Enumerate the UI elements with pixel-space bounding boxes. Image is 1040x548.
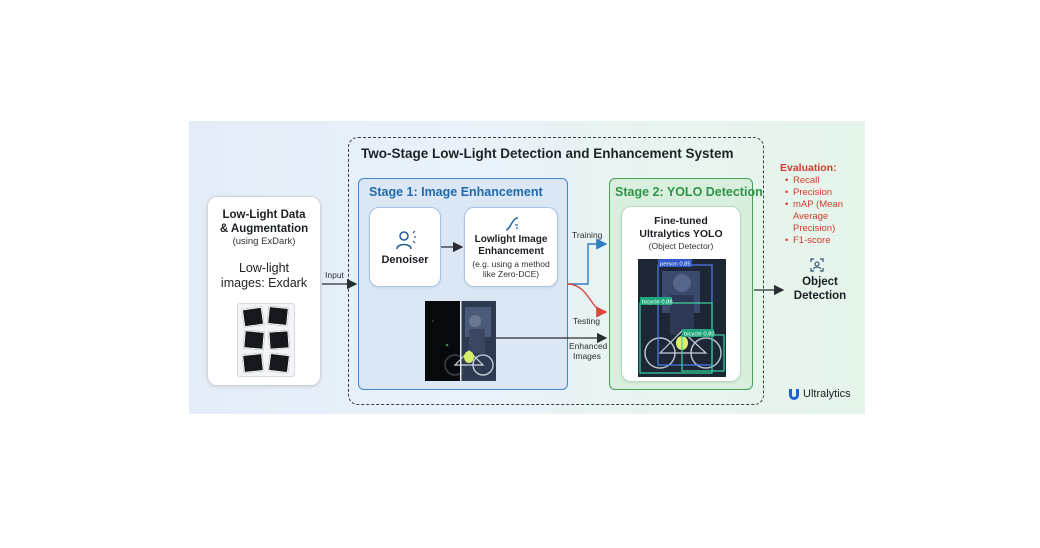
metric-precision: Precision (785, 187, 843, 199)
yolo-model-card: Fine-tuned Ultralytics YOLO (Object Dete… (621, 206, 741, 382)
data-card-title: Low-Light Data & Augmentation (219, 209, 309, 235)
data-augmentation-card: Low-Light Data & Augmentation (using ExD… (207, 196, 321, 386)
yolo-model-subtitle: (Object Detector) (648, 241, 714, 251)
yolo-model-title: Fine-tuned Ultralytics YOLO (639, 215, 723, 240)
evaluation-title: Evaluation: (780, 162, 837, 174)
bicycle-detection-label: bicycle 0.88 (642, 299, 673, 305)
enhanced-label-line1: Enhanced (569, 341, 608, 351)
enhancement-card: Lowlight Image Enhancement (e.g. using a… (464, 207, 558, 287)
denoiser-label: Denoiser (381, 254, 429, 266)
data-card-subtitle: (using ExDark) (232, 236, 296, 247)
testing-label: Testing (573, 316, 600, 326)
input-label: Input (325, 270, 345, 280)
ultralytics-logo: Ultralytics (788, 388, 851, 400)
enhancement-subtitle: (e.g. using a method like Zero-DCE) (472, 259, 550, 279)
ultralytics-logo-icon (789, 389, 799, 400)
denoiser-card: Denoiser (369, 207, 441, 287)
data-card-description: Low-light images: Exdark (220, 261, 308, 290)
enhanced-label-line2: Images (573, 351, 601, 361)
focus-icon (810, 258, 824, 272)
person-icon (396, 230, 416, 250)
bicycle-detection-label: bicycle 0.80 (684, 331, 715, 337)
before-after-image (425, 301, 496, 381)
object-detection-output: Object Detection (793, 276, 847, 302)
system-boundary (348, 137, 764, 405)
stage1-title: Stage 1: Image Enhancement (369, 185, 543, 199)
curve-icon (505, 217, 519, 231)
stage2-title: Stage 2: YOLO Detection (615, 185, 763, 199)
training-label: Training (572, 230, 603, 240)
enhancement-title: Lowlight Image Enhancement (474, 234, 548, 257)
person-detection-label: person 0.85 (660, 261, 691, 267)
detection-illustration: person 0.85 bicycle 0.88 bicycle 0.80 (638, 259, 726, 377)
testing-arrow (566, 283, 608, 318)
exdark-thumbnails (237, 303, 295, 377)
system-title: Two-Stage Low-Light Detection and Enhanc… (361, 146, 734, 161)
training-arrow (567, 238, 608, 285)
before-after-illustration (425, 301, 496, 381)
evaluation-list: Evaluation: Recall Precision mAP (Mean A… (780, 162, 843, 247)
metric-recall: Recall (785, 175, 843, 187)
metric-map: mAP (Mean Average Precision) (785, 199, 843, 235)
metric-f1: F1-score (785, 235, 843, 247)
detection-result-image: person 0.85 bicycle 0.88 bicycle 0.80 (638, 259, 726, 377)
logo-text: Ultralytics (803, 388, 851, 400)
